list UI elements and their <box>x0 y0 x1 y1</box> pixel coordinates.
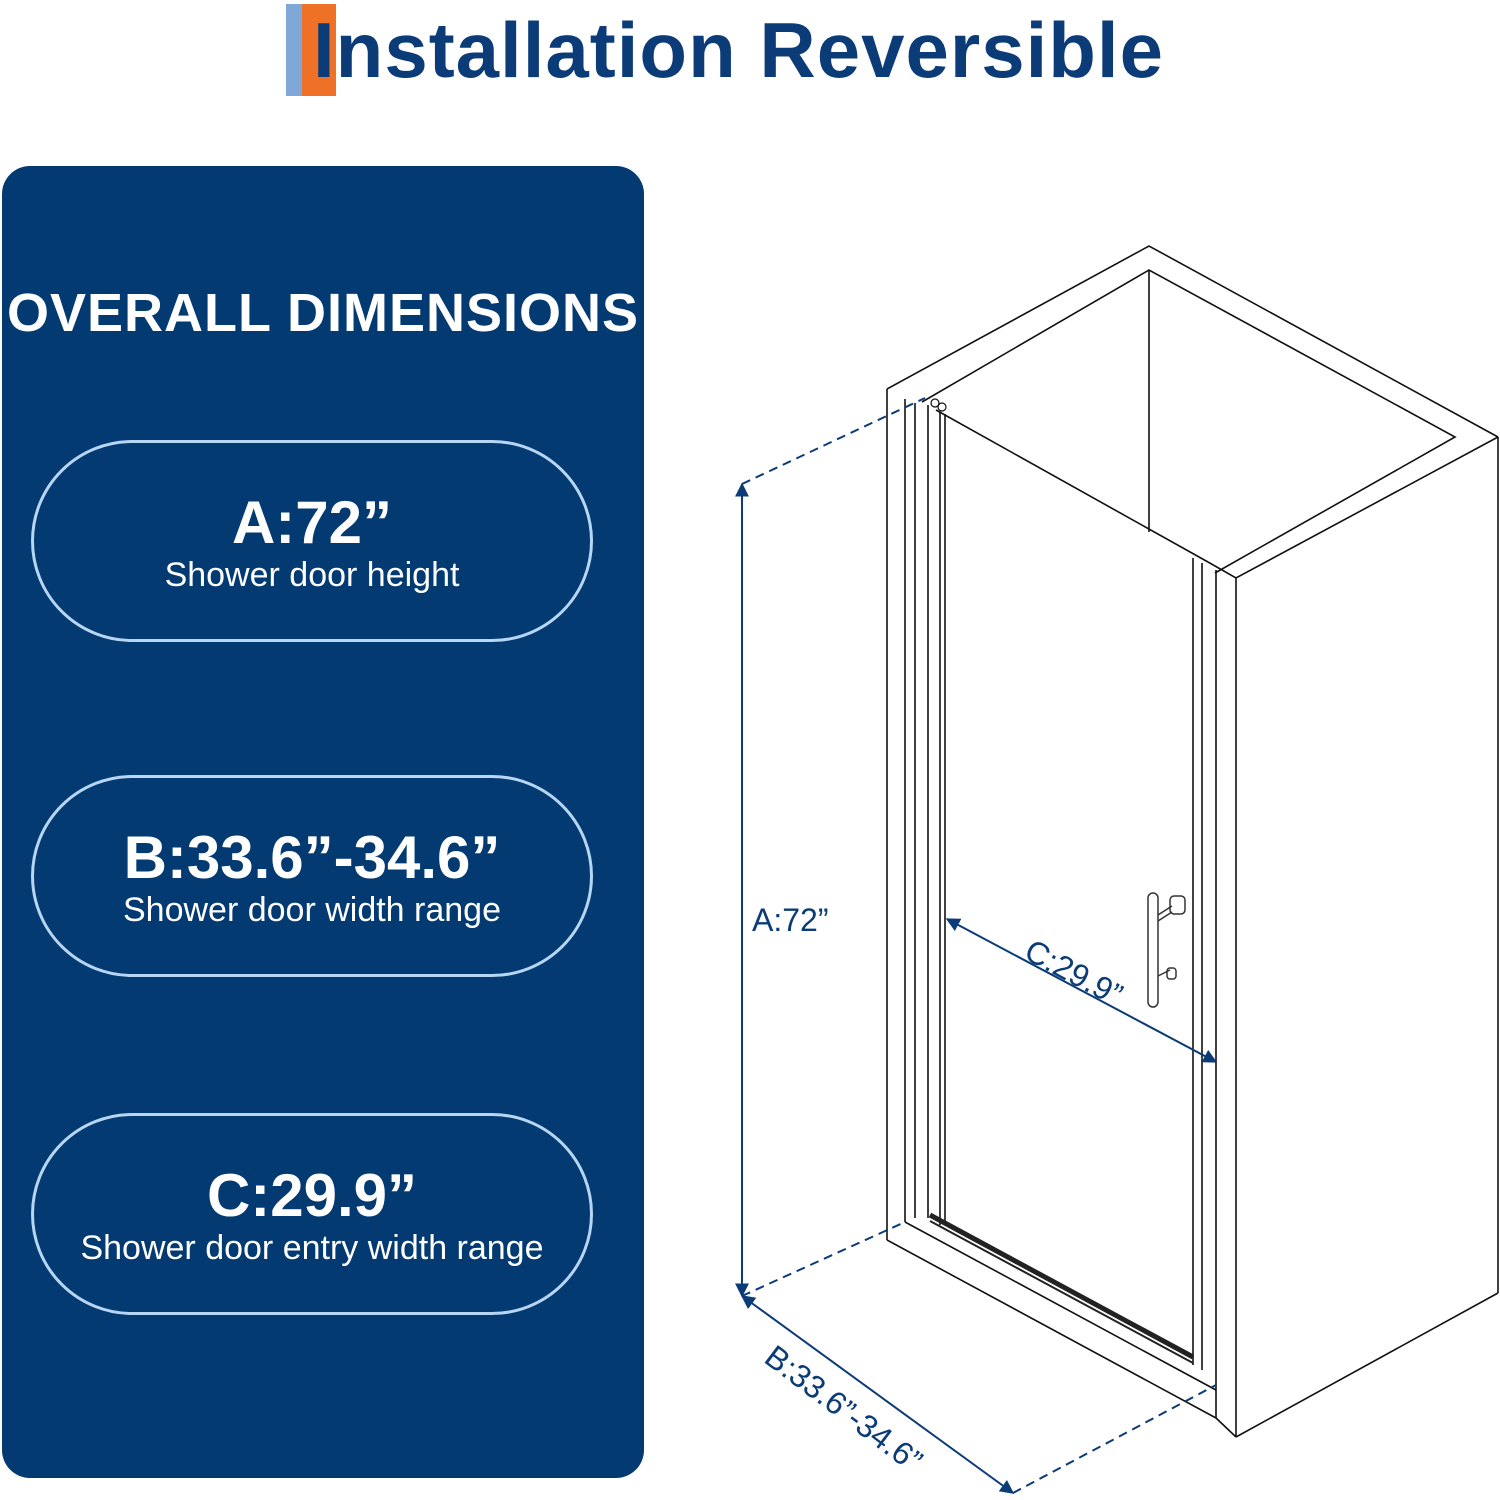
bottom-seal <box>928 1212 1195 1364</box>
dimension-value: B:33.6”-34.6” <box>123 824 501 891</box>
dimension-a-label: A:72” <box>752 902 829 938</box>
title-text: Installation Reversible <box>313 6 1164 94</box>
page-title: Installation Reversible <box>286 4 1164 96</box>
dimension-c-line <box>945 918 1218 1063</box>
dimension-label: Shower door entry width range <box>80 1229 544 1267</box>
dimension-label: Shower door width range <box>122 891 501 929</box>
dimension-pill-a: A:72” Shower door height <box>31 440 593 642</box>
dimension-a-line <box>735 397 926 1298</box>
dimension-value: A:72” <box>231 489 393 556</box>
title-accent-bar-orange <box>302 4 336 96</box>
panel-heading: OVERALL DIMENSIONS <box>6 283 640 343</box>
dimension-b-line <box>740 1295 1217 1494</box>
title-accent-bar-light <box>286 4 302 96</box>
dimension-pill-b: B:33.6”-34.6” Shower door width range <box>31 775 593 977</box>
hinge-icon <box>930 398 947 412</box>
door-handle-icon <box>1147 892 1186 1008</box>
enclosure-outline <box>886 245 1499 1438</box>
dimension-value: C:29.9” <box>206 1162 418 1229</box>
dimension-pill-c: C:29.9” Shower door entry width range <box>31 1113 593 1315</box>
dimension-label: Shower door height <box>164 556 460 594</box>
